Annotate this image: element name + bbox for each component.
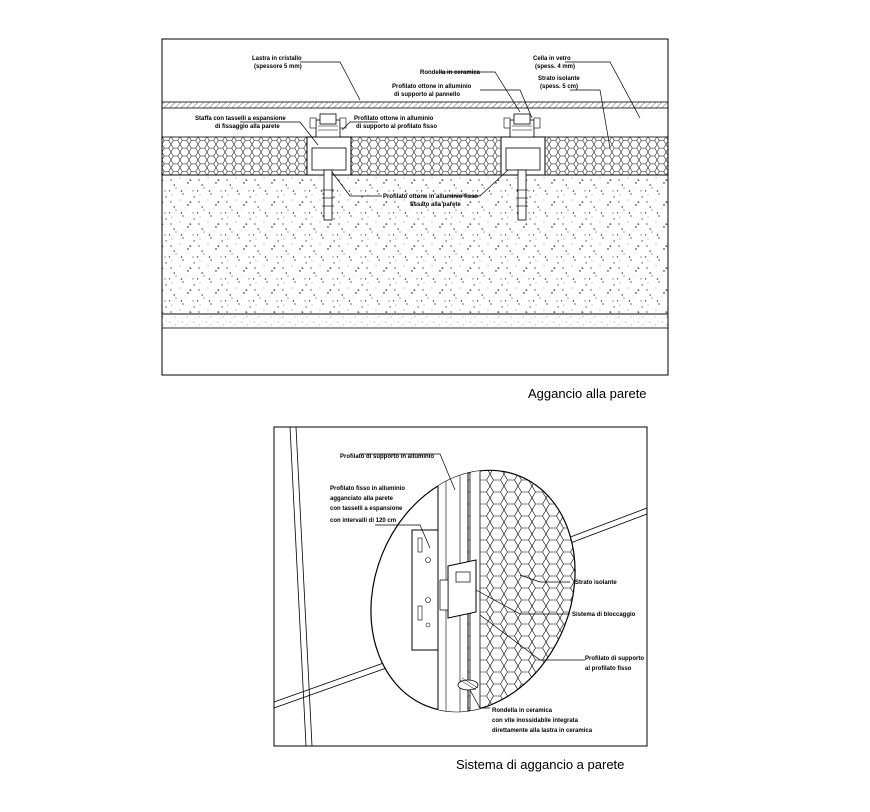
insulation-layer (161, 136, 669, 176)
top-drawing-caption: Aggancio alla parete (528, 386, 647, 401)
label-profilato-mid-2: fissato alla parete (410, 202, 461, 208)
label-rondella-3: direttamente alla lastra in ceramica (492, 728, 593, 734)
label-cella-1: Cella in vetro (533, 56, 571, 62)
label-profilato-fisso-3: con tasselli a espansione (330, 506, 403, 512)
top-leader-lines (240, 61, 641, 197)
label-profilato-supporto: Profilato di supporto in alluminio (340, 454, 434, 460)
label-profilato-sup-2: di supporto al profilato fisso (356, 124, 437, 130)
label-rondella-2: con vite inossidabile integrata (492, 718, 579, 724)
label-profilato-fisso-4: con intervalli di 120 cm (330, 518, 396, 524)
glass-panel (161, 101, 669, 109)
fixed-profile (411, 529, 439, 651)
bottom-perspective-drawing: Profilato di supporto in alluminio Profi… (273, 426, 648, 747)
label-profilato-ottone-2: di supporto al pannello (394, 92, 460, 98)
label-profilato-fisso-2: agganciato alla parete (330, 496, 394, 502)
label-lastra-1: Lastra in cristallo (252, 56, 302, 62)
label-profilato-mid-1: Profilato ottone in alluminio fisso (383, 194, 478, 200)
label-sistema-bloccaggio: Sistema di bloccaggio (572, 612, 636, 618)
label-prof-sup-1: Profilato di supporto (585, 656, 644, 662)
label-strato-1: Strato isolante (538, 76, 580, 82)
bottom-leader-lines (360, 453, 585, 709)
label-strato-2: (spess. 5 cm) (540, 84, 578, 90)
label-profilato-sup-1: Profilato ottone in alluminio (354, 116, 434, 122)
label-staffa-2: di fissaggio alla parete (215, 124, 280, 130)
locking-block (447, 559, 477, 619)
wall-bracket-right (500, 113, 546, 221)
label-cella-2: (spess. 4 mm) (535, 64, 575, 70)
label-prof-sup-2: al profilato fisso (585, 666, 632, 672)
label-rondella-top: Rondella in ceramica (420, 70, 481, 76)
label-rondella-1: Rondella in ceramica (492, 708, 553, 714)
label-staffa-1: Staffa con tasselli a espansione (195, 116, 286, 122)
bottom-drawing-caption: Sistema di aggancio a parete (456, 757, 625, 772)
label-profilato-fisso-1: Profilato fisso in alluminio (330, 486, 405, 492)
concrete-wall (161, 174, 669, 315)
label-strato-isolante: Strato isolante (575, 580, 617, 586)
label-lastra-2: (spessore 5 mm) (254, 64, 302, 70)
top-section-drawing: Lastra in cristallo (spessore 5 mm) Rond… (161, 38, 669, 376)
wall-bracket-left (306, 113, 352, 221)
label-profilato-ottone-1: Profilato ottone in alluminio (392, 84, 472, 90)
plaster-strip (161, 313, 669, 329)
